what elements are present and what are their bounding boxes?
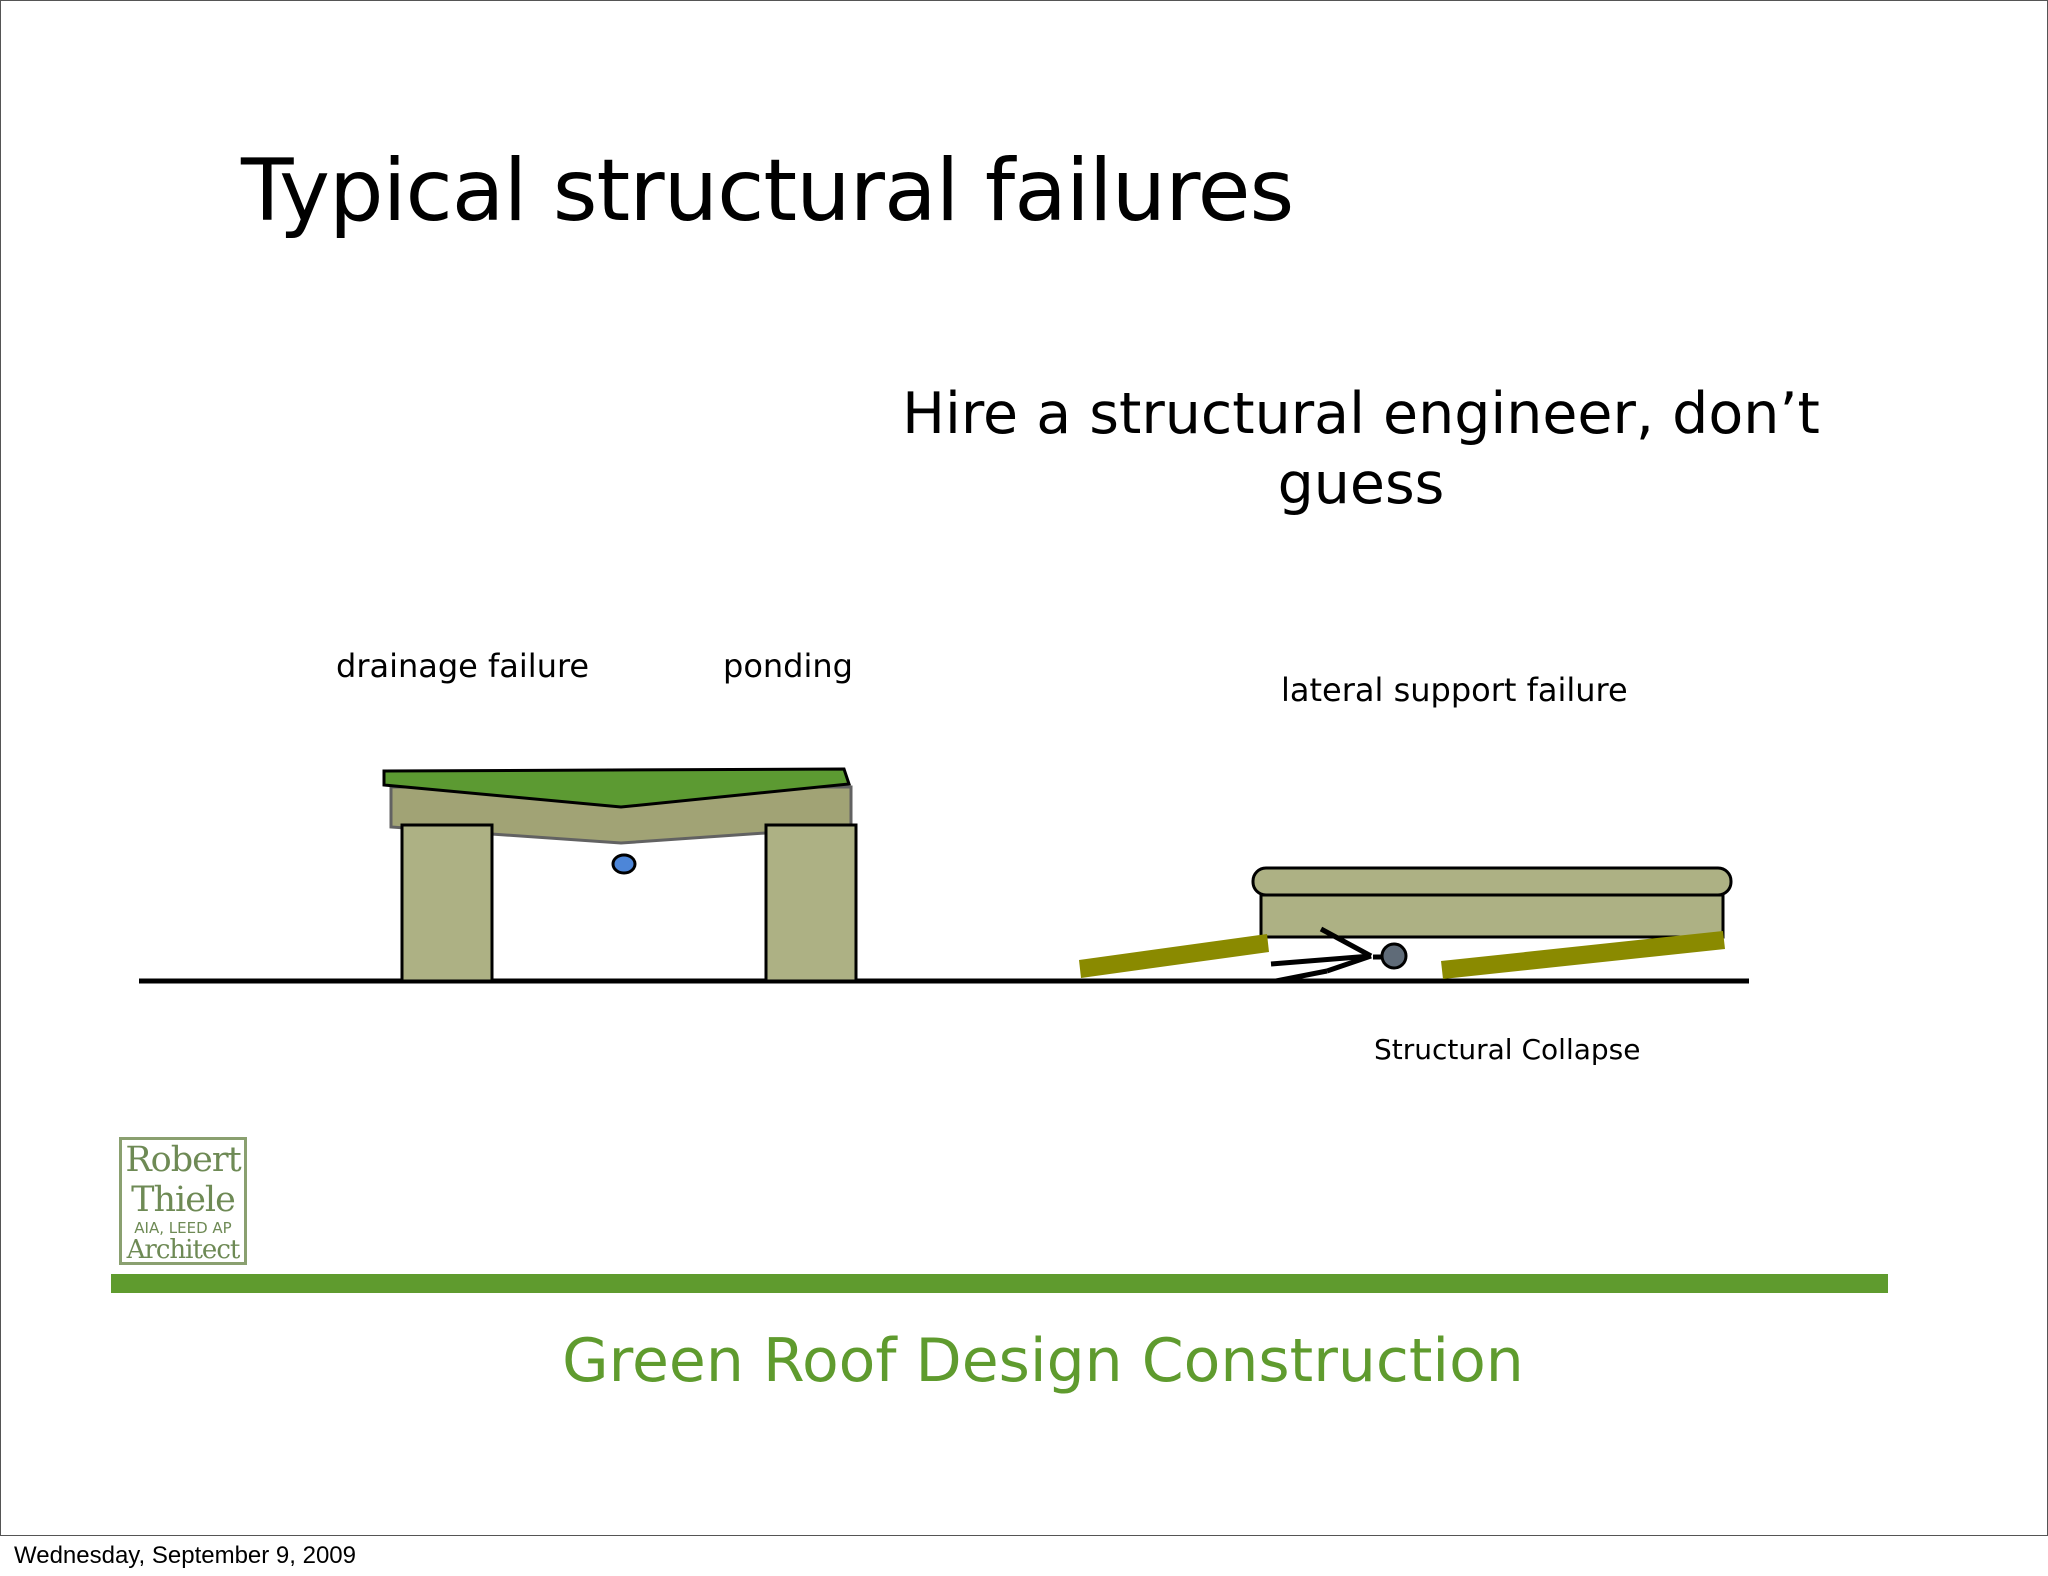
right-post <box>764 823 858 983</box>
label-ponding: ponding <box>723 647 853 685</box>
footer-title: Green Roof Design Construction <box>562 1326 1524 1396</box>
green-roof-layer-collapsed <box>1251 866 1733 897</box>
logo-line-4: Architect <box>126 1235 241 1265</box>
label-structural-collapse: Structural Collapse <box>1374 1033 1641 1066</box>
label-drainage-failure: drainage failure <box>336 647 590 685</box>
date-label: Wednesday, September 9, 2009 <box>14 1542 356 1569</box>
drain-icon <box>611 853 637 875</box>
slide-title: Typical structural failures <box>241 141 1294 241</box>
accent-bar <box>111 1274 1888 1293</box>
fallen-brace-right <box>1441 931 1725 979</box>
label-lateral-support-failure: lateral support failure <box>1281 671 1628 709</box>
architect-logo: Robert Thiele AIA, LEED AP Architect <box>119 1137 247 1265</box>
logo-line-1: Robert <box>125 1140 241 1180</box>
fallen-brace-left <box>1079 934 1269 978</box>
logo-line-2: Thiele <box>131 1180 236 1220</box>
slide: Typical structural failures Hire a struc… <box>0 0 2048 1536</box>
left-post <box>400 823 494 983</box>
logo-line-3: AIA, LEED AP <box>134 1219 232 1237</box>
collapsed-deck <box>1259 893 1725 939</box>
green-roof-layer-sagging <box>382 767 852 809</box>
person-head-icon <box>1380 942 1408 970</box>
slide-subtitle: Hire a structural engineer, don’t guess <box>902 381 1820 517</box>
structural-failure-diagram <box>139 767 1749 984</box>
